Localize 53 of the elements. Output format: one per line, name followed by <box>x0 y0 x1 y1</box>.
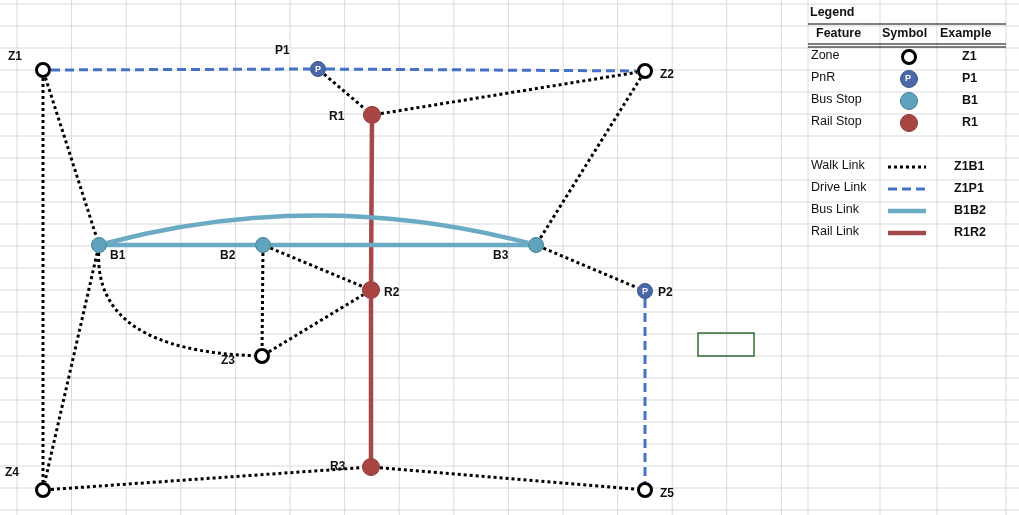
node-label: B3 <box>493 248 509 262</box>
link-line <box>268 293 365 354</box>
link-line <box>368 124 375 281</box>
legend-heading: Symbol <box>882 26 928 40</box>
node-label: Z4 <box>5 465 19 479</box>
link-line <box>43 252 99 483</box>
legend-example: B1B2 <box>954 203 986 217</box>
node-label: R2 <box>384 285 400 299</box>
link-line <box>326 67 637 73</box>
node-label: Z1 <box>8 49 22 63</box>
legend-example: Z1P1 <box>954 181 984 195</box>
link-line <box>51 67 310 72</box>
legend-example: Z1B1 <box>954 159 985 173</box>
legend-example: P1 <box>962 71 978 85</box>
legend-label: PnR <box>811 70 836 84</box>
node-label: Z5 <box>660 486 674 500</box>
legend-example: B1 <box>962 93 978 107</box>
legend-heading: Legend <box>810 5 855 19</box>
legend-label: Zone <box>811 48 840 62</box>
link-line <box>44 77 98 238</box>
link-line <box>106 213 529 246</box>
legend-label: Rail Link <box>811 224 859 238</box>
legend-example: Z1 <box>962 49 977 63</box>
node-label: R1 <box>329 109 345 123</box>
legend-label: Rail Stop <box>811 114 862 128</box>
legend-label: Bus Link <box>811 202 859 216</box>
link-line <box>643 299 647 482</box>
legend-label: Bus Stop <box>811 92 862 106</box>
legend-heading: Example <box>940 26 992 40</box>
node-label: B1 <box>110 248 126 262</box>
link-line <box>271 242 528 248</box>
legend-heading: Feature <box>816 26 862 40</box>
legend-example: R1R2 <box>954 225 986 239</box>
link-line <box>269 246 364 288</box>
link-line <box>368 299 374 458</box>
pin-letter: P <box>641 284 649 298</box>
link-line <box>41 78 45 482</box>
node-label: P1 <box>275 43 290 57</box>
link-line <box>260 253 265 348</box>
pin-letter: P <box>314 62 322 76</box>
node-label: Z3 <box>221 353 235 367</box>
link-line <box>107 242 255 248</box>
link-line <box>538 77 643 239</box>
node-label: B2 <box>220 248 236 262</box>
legend-label: Walk Link <box>811 158 865 172</box>
node-label: Z2 <box>660 67 674 81</box>
node-label: R3 <box>330 459 346 473</box>
link-line <box>323 73 367 111</box>
pin-letter: P <box>905 73 911 83</box>
legend-label: Drive Link <box>811 180 867 194</box>
link-line <box>380 70 638 116</box>
node-label: P2 <box>658 285 673 299</box>
legend-example: R1 <box>962 115 978 129</box>
